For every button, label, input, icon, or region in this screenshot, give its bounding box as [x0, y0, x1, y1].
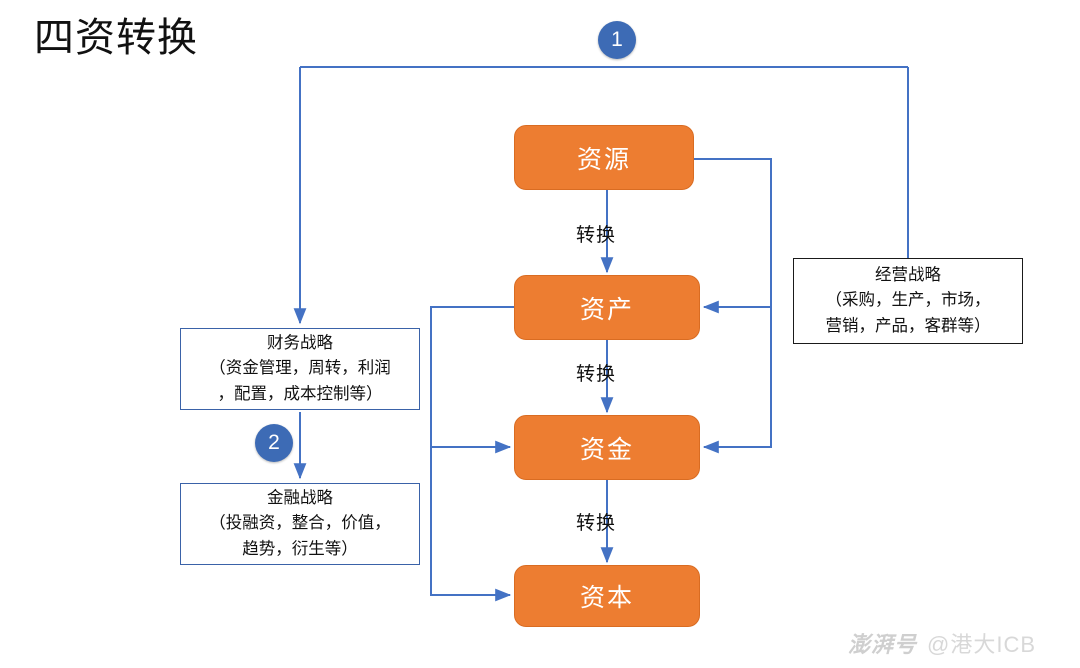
edge-label-text: 转换 [576, 364, 617, 385]
strategy-finance-detail: （资金管理，周转，利润 ，配置，成本控制等） [209, 359, 391, 403]
badge-step-1-label: 1 [611, 28, 623, 51]
page-title: 四资转换 [34, 16, 198, 60]
node-fund[interactable]: 资金 [514, 415, 700, 480]
badge-step-1[interactable]: 1 [598, 21, 636, 59]
badge-step-2-label: 2 [268, 431, 280, 454]
strategy-financial-title: 金融战略 [267, 488, 333, 507]
node-capital[interactable]: 资本 [514, 565, 700, 627]
watermark-logo: 澎湃号 [848, 632, 918, 657]
strategy-operation-detail: （采购，生产，市场， 营销，产品，客群等） [825, 291, 991, 335]
node-fund-label: 资金 [579, 435, 634, 464]
wire-asset-to-left-trunk [430, 306, 514, 602]
strategy-finance-title: 财务战略 [267, 333, 333, 352]
badge-step-2[interactable]: 2 [255, 424, 293, 462]
node-asset-label: 资产 [579, 295, 634, 324]
strategy-box-financial[interactable]: 金融战略 （投融资，整合，价值， 趋势，衍生等） [180, 483, 420, 565]
watermark-account: @港大ICB [927, 632, 1037, 657]
edge-label-asset-fund: 转换 [576, 359, 616, 386]
wire-resource-to-fund-feedback [694, 158, 772, 454]
node-asset[interactable]: 资产 [514, 275, 700, 340]
strategy-operation-title: 经营战略 [875, 265, 941, 284]
strategy-financial-detail: （投融资，整合，价值， 趋势，衍生等） [209, 514, 391, 558]
strategy-box-finance[interactable]: 财务战略 （资金管理，周转，利润 ，配置，成本控制等） [180, 328, 420, 410]
edge-label-text: 转换 [576, 225, 617, 246]
edge-label-fund-capital: 转换 [576, 508, 616, 535]
edge-label-text: 转换 [576, 513, 617, 534]
node-capital-label: 资本 [579, 584, 634, 612]
node-resource[interactable]: 资源 [514, 125, 694, 190]
node-resource-label: 资源 [576, 145, 631, 174]
watermark: 澎湃号 @港大ICB [848, 627, 1036, 659]
edge-label-resource-asset: 转换 [576, 220, 616, 247]
strategy-box-operation[interactable]: 经营战略 （采购，生产，市场， 营销，产品，客群等） [793, 258, 1023, 344]
